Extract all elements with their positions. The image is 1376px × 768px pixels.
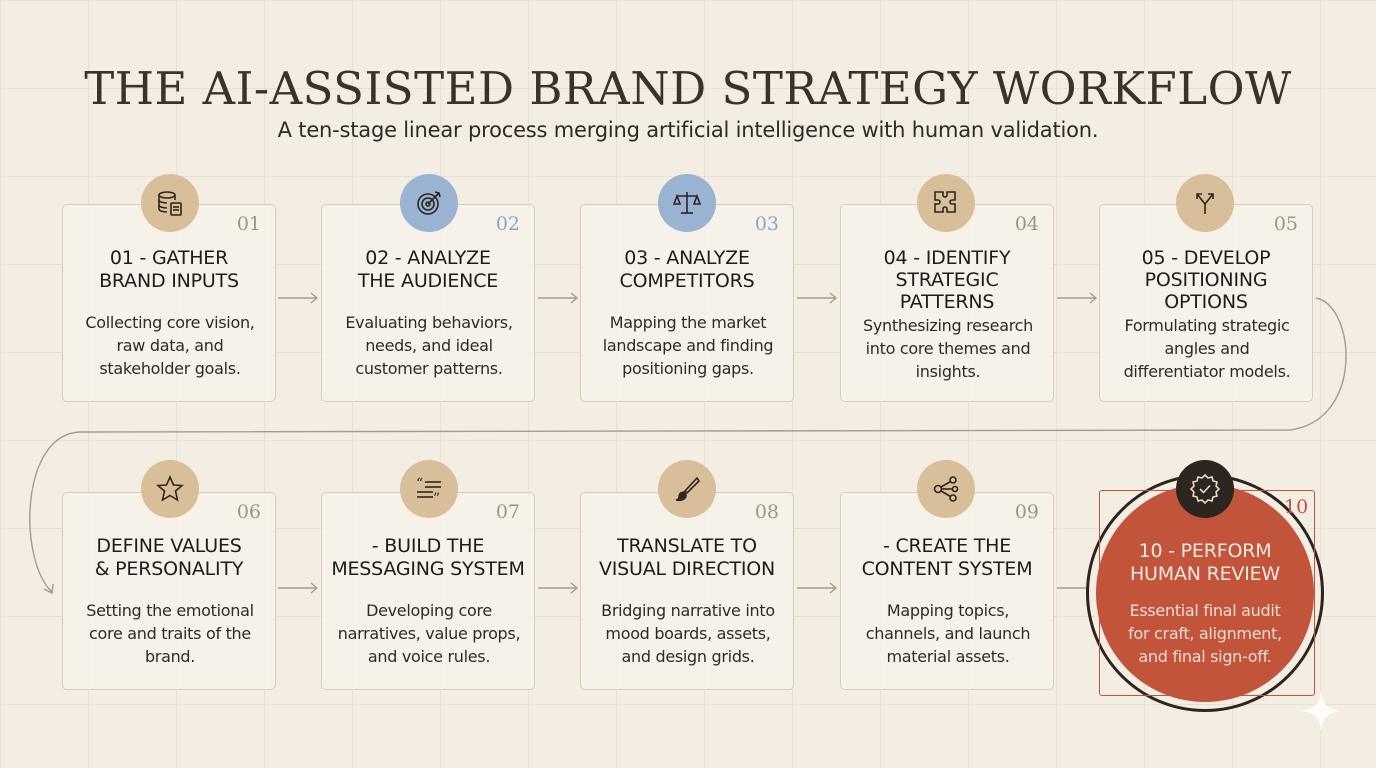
verified-seal-icon	[1189, 473, 1221, 505]
scales-icon	[672, 192, 702, 214]
stage-badge-3	[658, 174, 716, 232]
stage-badge-8	[658, 460, 716, 518]
stage-number: 03	[754, 213, 779, 235]
arrow-head-8-9	[829, 582, 838, 594]
stage-badge-9	[917, 460, 975, 518]
arrow-head-4-5	[1089, 292, 1098, 304]
star-badge-icon	[155, 475, 185, 502]
arrow-head-7-8	[570, 582, 579, 594]
stage-badge-6	[141, 460, 199, 518]
arrow-head-1-2	[310, 292, 319, 304]
target-icon	[417, 191, 441, 215]
share-nodes-icon	[933, 476, 959, 502]
stage-number: 09	[1014, 501, 1039, 523]
stage-badge-2	[400, 174, 458, 232]
stage-number: 08	[754, 501, 779, 523]
stage-number: 07	[495, 501, 520, 523]
stage-badge-1	[141, 174, 199, 232]
svg-text:”: ”	[433, 491, 440, 504]
database-document-icon	[158, 191, 182, 216]
stage-10-highlight	[1096, 484, 1314, 702]
stage-number: 01	[236, 213, 261, 235]
stage-number: 05	[1273, 213, 1298, 235]
stage-badge-4	[917, 174, 975, 232]
arrow-head-3-4	[829, 292, 838, 304]
quote-lines-icon: “ ”	[416, 476, 441, 504]
puzzle-icon	[934, 191, 956, 213]
stage-number: 10	[1284, 496, 1309, 518]
stage-heading: DEFINE VALUES& PERSONALITY	[94, 535, 244, 580]
paintbrush-icon	[675, 476, 701, 502]
stage-card-6: 06 DEFINE VALUES& PERSONALITY Setting th…	[62, 492, 276, 690]
fork-arrows-icon	[1196, 193, 1214, 214]
arrow-head-2-3	[570, 292, 579, 304]
stage-badge-7: “ ”	[400, 460, 458, 518]
sparkle-icon	[1300, 690, 1342, 732]
page-subtitle: A ten-stage linear process merging artif…	[277, 118, 1099, 142]
stage-number: 02	[495, 213, 520, 235]
stage-number: 04	[1014, 213, 1039, 235]
stage-badge-10	[1176, 460, 1234, 518]
stage-badge-5	[1176, 174, 1234, 232]
arrow-head-6-7	[310, 582, 319, 594]
stage-number: 06	[236, 501, 261, 523]
wrap-connector	[29, 297, 1347, 593]
page-title: THE AI-ASSISTED BRAND STRATEGY WORKFLOW	[84, 62, 1292, 115]
wrap-arrow-head	[43, 583, 54, 595]
svg-text:“: “	[416, 476, 423, 492]
